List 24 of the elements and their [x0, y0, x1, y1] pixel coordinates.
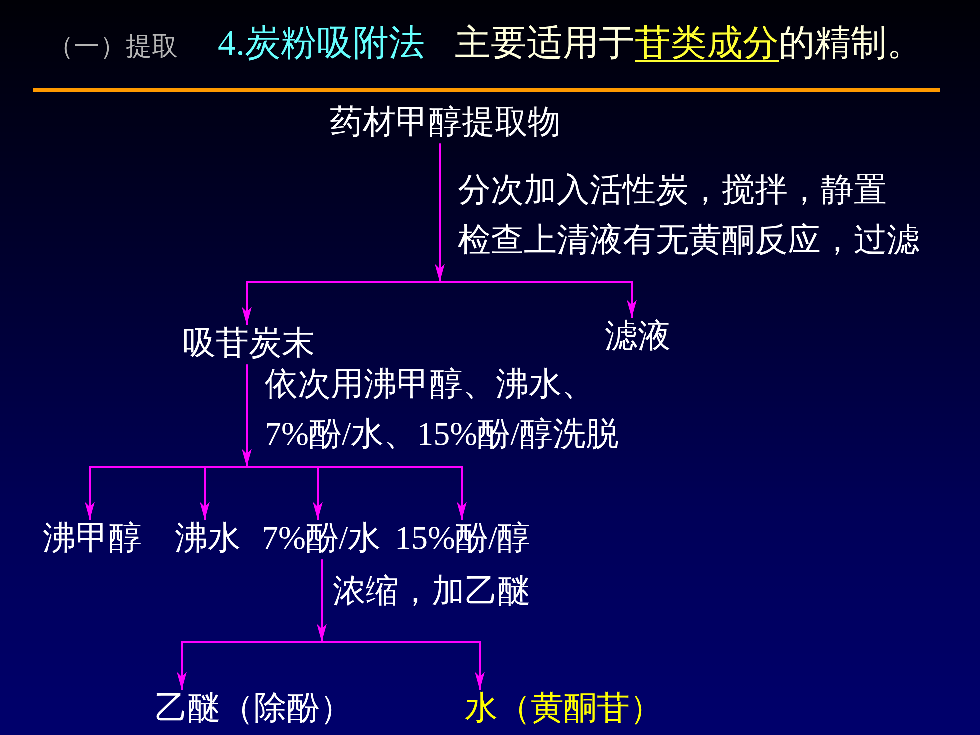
arrow [440, 281, 637, 318]
step-text: 乙醚（除酚） [155, 690, 353, 730]
section-label: （一）提取 [48, 31, 178, 62]
arrow [435, 144, 445, 282]
edge-label: 浓缩，加乙醚 [333, 573, 531, 612]
step-text: 吸苷炭末 [183, 325, 315, 365]
arrow [242, 281, 440, 325]
step-text: 沸水 [175, 520, 241, 560]
step-text: 7%酚/水 [262, 520, 382, 560]
arrow [177, 641, 322, 690]
edge-label: 分次加入活性炭，搅拌，静置检查上清液有无黄酮反应，过滤 [458, 172, 920, 261]
arrow [247, 466, 467, 520]
subtitle-text: 主要适用于苷类成分的精制。 [455, 22, 923, 65]
slide-title: 4.炭粉吸附法 [218, 22, 425, 65]
step-text: 水（黄酮苷） [465, 690, 663, 730]
step-text: 15%酚/醇 [395, 520, 531, 560]
arrow [322, 641, 485, 690]
step-text: 沸甲醇 [43, 520, 142, 560]
edge-label: 依次用沸甲醇、沸水、7%酚/水、15%酚/醇洗脱 [265, 366, 619, 455]
arrow [317, 560, 327, 642]
step-text: 滤液 [605, 318, 671, 358]
arrow [200, 466, 247, 520]
arrow [242, 364, 252, 467]
step-text: 药材甲醇提取物 [330, 104, 561, 144]
